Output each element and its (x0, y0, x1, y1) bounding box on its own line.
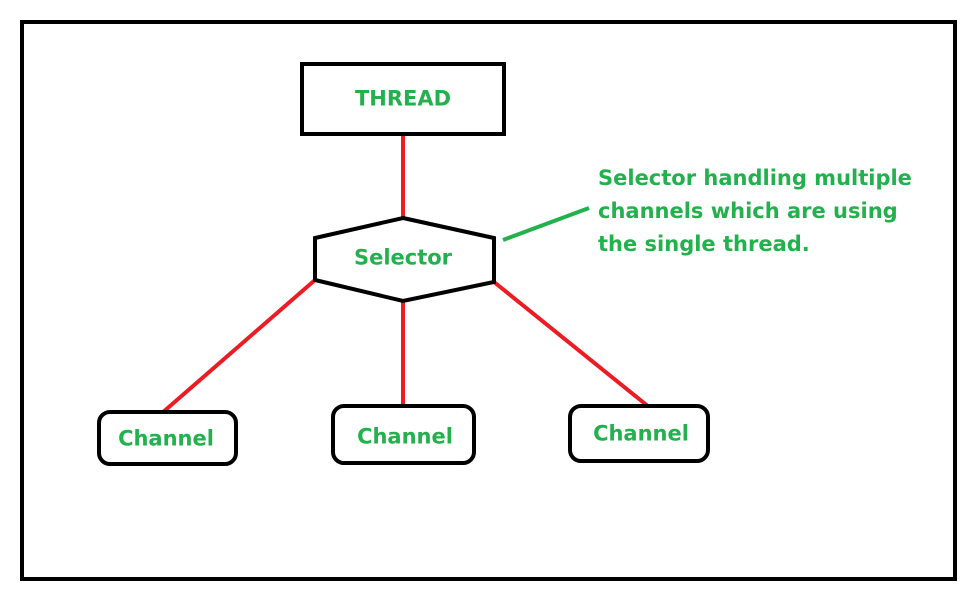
diagram-frame (20, 20, 957, 581)
channel-box-3 (568, 404, 710, 463)
note-line-3: the single thread. (598, 232, 810, 256)
note-pointer (502, 206, 590, 242)
thread-label: THREAD (354, 86, 452, 111)
selector-note: Selector handling multiple channels whic… (598, 162, 912, 261)
note-line-1: Selector handling multiple (598, 166, 912, 190)
selector-channel-3-connector (492, 280, 651, 409)
selector-channel-1-connector (160, 278, 317, 415)
channel-label-2: Channel (357, 424, 453, 449)
channel-box-2 (331, 404, 476, 465)
selector-hexagon (313, 215, 496, 304)
thread-box (300, 62, 506, 136)
channel-label-3: Channel (593, 421, 689, 446)
selector-label: Selector (353, 245, 453, 270)
channel-box-1 (97, 410, 238, 466)
channel-label-1: Channel (118, 426, 214, 451)
note-line-2: channels which are using (598, 199, 898, 223)
